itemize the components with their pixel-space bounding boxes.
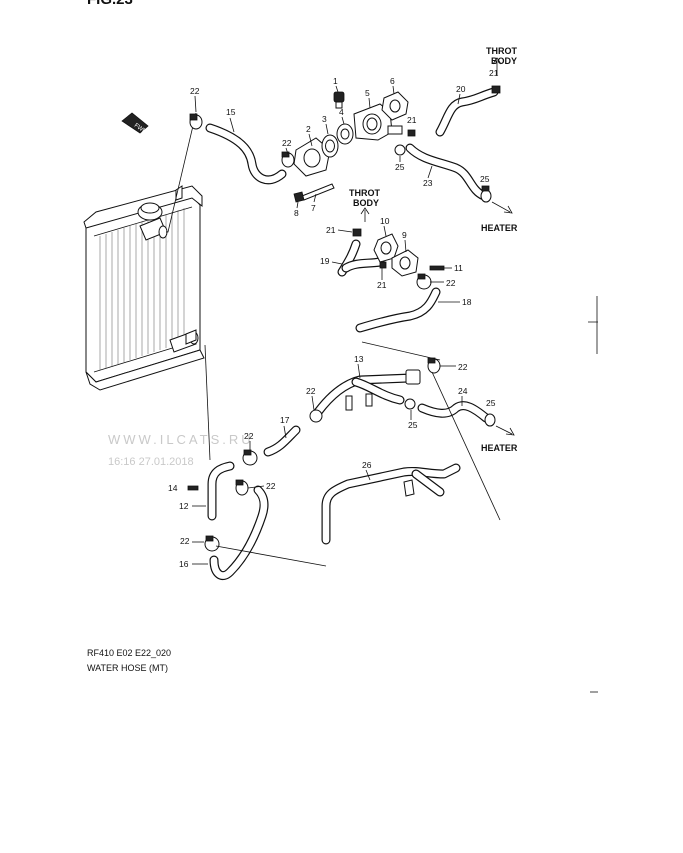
throt-body-label-mid-1: THROT: [349, 188, 380, 198]
bolt-14: [187, 485, 199, 491]
water-pipe-13: [313, 369, 421, 417]
callout-8: 8: [294, 208, 299, 218]
hose-16: [209, 485, 269, 580]
callout-22-g: 22: [266, 481, 276, 491]
page-margin-mark: [588, 296, 598, 354]
callout-9: 9: [402, 230, 407, 240]
callout-17: 17: [280, 415, 290, 425]
callout-6: 6: [390, 76, 395, 86]
callout-7: 7: [311, 203, 316, 213]
callout-24: 24: [458, 386, 468, 396]
clip-21-top: [491, 85, 501, 94]
hose-26: [321, 463, 461, 545]
clip-21-a: [407, 129, 416, 137]
callout-18: 18: [462, 297, 472, 307]
gasket-10: [373, 233, 399, 263]
callout-22-a: 22: [190, 86, 200, 96]
heater-label-top: HEATER: [481, 223, 518, 233]
clamp-22: [189, 113, 203, 130]
clamp-25-c: [484, 413, 496, 427]
clamp-25-heater: [480, 185, 492, 203]
callout-22-h: 22: [180, 536, 190, 546]
callouts: 1 2 3 4 5 6 7 8 9 10 11 12 13 14 15 16 1…: [168, 68, 499, 569]
callout-4: 4: [339, 107, 344, 117]
hose-17: [263, 425, 301, 457]
watermark-site: WWW.ILCATS.RU: [108, 432, 254, 447]
thermostat-4: [336, 123, 354, 145]
figure-code: RF410 E02 E22_020: [87, 648, 171, 658]
callout-19: 19: [320, 256, 330, 266]
hose-18: [355, 287, 441, 333]
callout-22-d: 22: [458, 362, 468, 372]
callout-25-lower: 25: [486, 398, 496, 408]
throt-body-label-mid-2: BODY: [353, 198, 379, 208]
callout-22-b: 22: [282, 138, 292, 148]
hose-23: [405, 143, 489, 201]
callout-21-top: 21: [489, 68, 499, 78]
callout-25-heater: 25: [480, 174, 490, 184]
bolt-11: [429, 265, 445, 271]
callout-23: 23: [423, 178, 433, 188]
callout-25-pipe: 25: [408, 420, 418, 430]
clamp-22-e: [309, 409, 323, 423]
clamp-25-a: [394, 144, 406, 156]
callout-13: 13: [354, 354, 364, 364]
callout-21-thermo: 21: [407, 115, 417, 125]
callout-20: 20: [456, 84, 466, 94]
fwd-arrow: FWD: [121, 112, 149, 136]
callout-22-c: 22: [446, 278, 456, 288]
hose-24: [417, 401, 491, 423]
callout-10: 10: [380, 216, 390, 226]
callout-12: 12: [179, 501, 189, 511]
callout-15: 15: [226, 107, 236, 117]
callout-5: 5: [365, 88, 370, 98]
callout-14: 14: [168, 483, 178, 493]
thermostat-cover-2: [293, 137, 331, 177]
callout-22-e: 22: [306, 386, 316, 396]
callout-11: 11: [454, 263, 463, 273]
watermark-stamp: 16:16 27.01.2018: [108, 456, 194, 468]
callout-25-thermo: 25: [395, 162, 405, 172]
nut-8: [293, 191, 305, 203]
clip-21-mid-b: [379, 261, 387, 269]
callout-26: 26: [362, 460, 372, 470]
clamp-25-b: [404, 398, 416, 410]
water-outlet-5: [353, 103, 403, 141]
water-pipe-12: [207, 461, 235, 521]
sensor-1: [333, 91, 345, 109]
figure-title: WATER HOSE (MT): [87, 663, 168, 673]
clip-21-mid: [352, 228, 362, 237]
callout-2: 2: [306, 124, 311, 134]
throt-body-label-top-1: THROT: [486, 46, 517, 56]
callout-3: 3: [322, 114, 327, 124]
throt-body-label-top-2: BODY: [491, 56, 517, 66]
callout-22-f: 22: [244, 431, 254, 441]
hose-19: [337, 239, 385, 277]
water-inlet-9: [391, 249, 419, 277]
heater-label-bottom: HEATER: [481, 443, 518, 453]
gasket-6: [381, 91, 409, 121]
clamp-22-b: [281, 151, 295, 168]
callout-16: 16: [179, 559, 189, 569]
callout-1: 1: [333, 76, 338, 86]
radiator: [83, 185, 205, 391]
hose-15: [205, 123, 287, 185]
callout-21-mid: 21: [326, 225, 336, 235]
figure-header: FIG.23: [87, 0, 133, 8]
hose-20: [435, 87, 499, 137]
callout-21-lower: 21: [377, 280, 387, 290]
stud-7: [301, 183, 335, 201]
